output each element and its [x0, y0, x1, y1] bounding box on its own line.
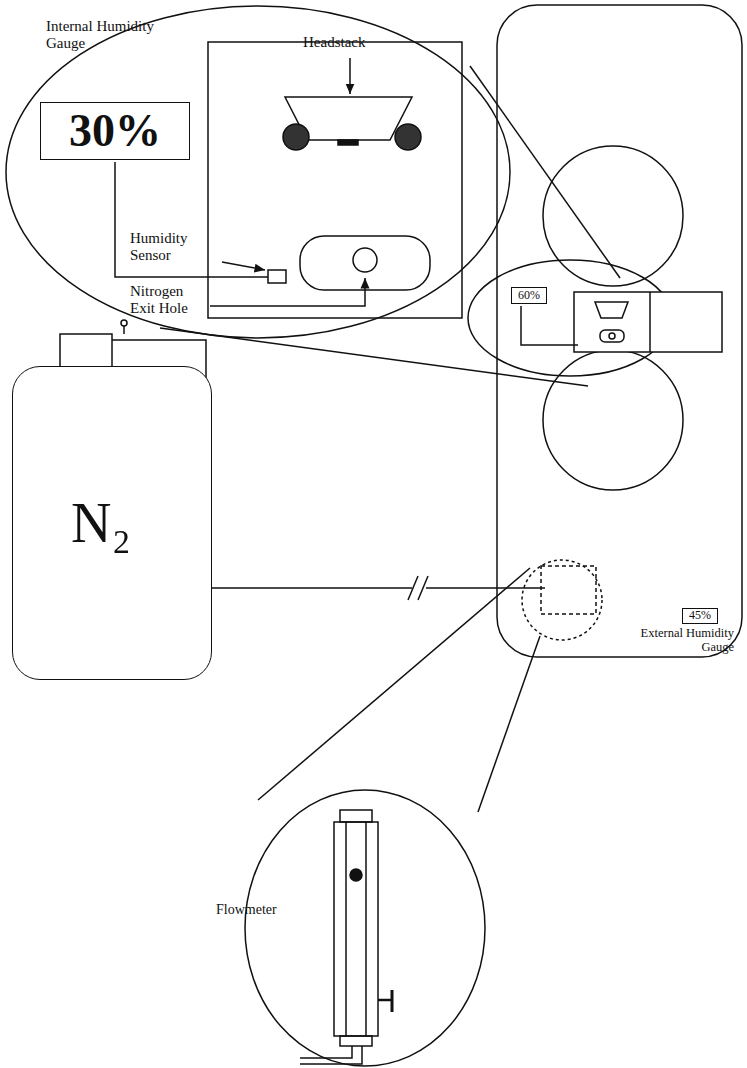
sensor-wire	[115, 162, 268, 277]
valve-knob	[378, 999, 392, 1002]
gauge-display: 60%	[511, 287, 547, 304]
valve-stem	[123, 326, 125, 334]
tube-cap	[340, 810, 372, 822]
gauge-display: 45%	[682, 608, 718, 624]
gauge-reading: 45%	[689, 609, 711, 622]
head-tip	[338, 140, 358, 145]
float-ball	[350, 869, 362, 881]
sensor-wire	[521, 306, 578, 345]
mini-slot	[600, 330, 624, 342]
exit-hole	[353, 248, 377, 272]
magnify-ellipse	[6, 6, 510, 338]
part-label: Humidity Sensor	[130, 230, 212, 264]
tank-neck	[60, 334, 112, 367]
gauge-caption: External Humidity Gauge	[612, 626, 738, 654]
magnify-line	[160, 328, 588, 386]
part-label: Nitrogen Exit Hole	[130, 283, 206, 317]
mini-panel	[574, 292, 722, 352]
magnify-line	[258, 568, 530, 800]
humidity-sensor	[268, 270, 286, 283]
hose	[426, 587, 545, 589]
tube-cap	[340, 1036, 372, 1046]
mini-hole	[609, 333, 615, 339]
part-label: Headstack	[303, 34, 365, 51]
valve	[121, 320, 127, 326]
break-mark	[418, 576, 428, 600]
tank-node: N₂	[12, 366, 212, 680]
callout-circle	[522, 560, 602, 640]
gauge-node: 45% External Humidity Gauge	[612, 608, 738, 654]
mini-headstack	[595, 302, 628, 318]
break-mark	[408, 576, 418, 600]
dashed-box	[541, 566, 596, 614]
gauge-node: 60%	[511, 287, 547, 304]
magnify-ellipse	[245, 790, 485, 1066]
drive-enclosure	[497, 5, 742, 657]
gauge-node: Internal Humidity Gauge 30%	[40, 18, 190, 160]
gas-name: N₂	[71, 492, 131, 555]
gauge-heading: Internal Humidity Gauge	[46, 18, 176, 52]
flowmeter-tube	[334, 822, 378, 1036]
magnify-line	[470, 66, 620, 278]
leader-line	[210, 278, 365, 306]
gauge-reading: 30%	[69, 105, 161, 157]
tube-line	[345, 822, 347, 1036]
part-label: Flowmeter	[216, 902, 277, 918]
nitrogen-tank: N₂	[12, 366, 212, 680]
hose	[300, 1046, 352, 1058]
gauge-display: 30%	[40, 102, 190, 160]
leader-line	[222, 262, 265, 270]
panel-divider	[649, 292, 651, 352]
disk-hub	[283, 124, 309, 150]
leader-line	[349, 58, 351, 94]
magnify-line	[478, 636, 540, 812]
gauge-reading: 60%	[518, 289, 540, 302]
valve-knob	[391, 990, 394, 1012]
hose	[300, 1046, 362, 1064]
tube-line	[365, 822, 367, 1036]
disk-hub	[395, 124, 421, 150]
